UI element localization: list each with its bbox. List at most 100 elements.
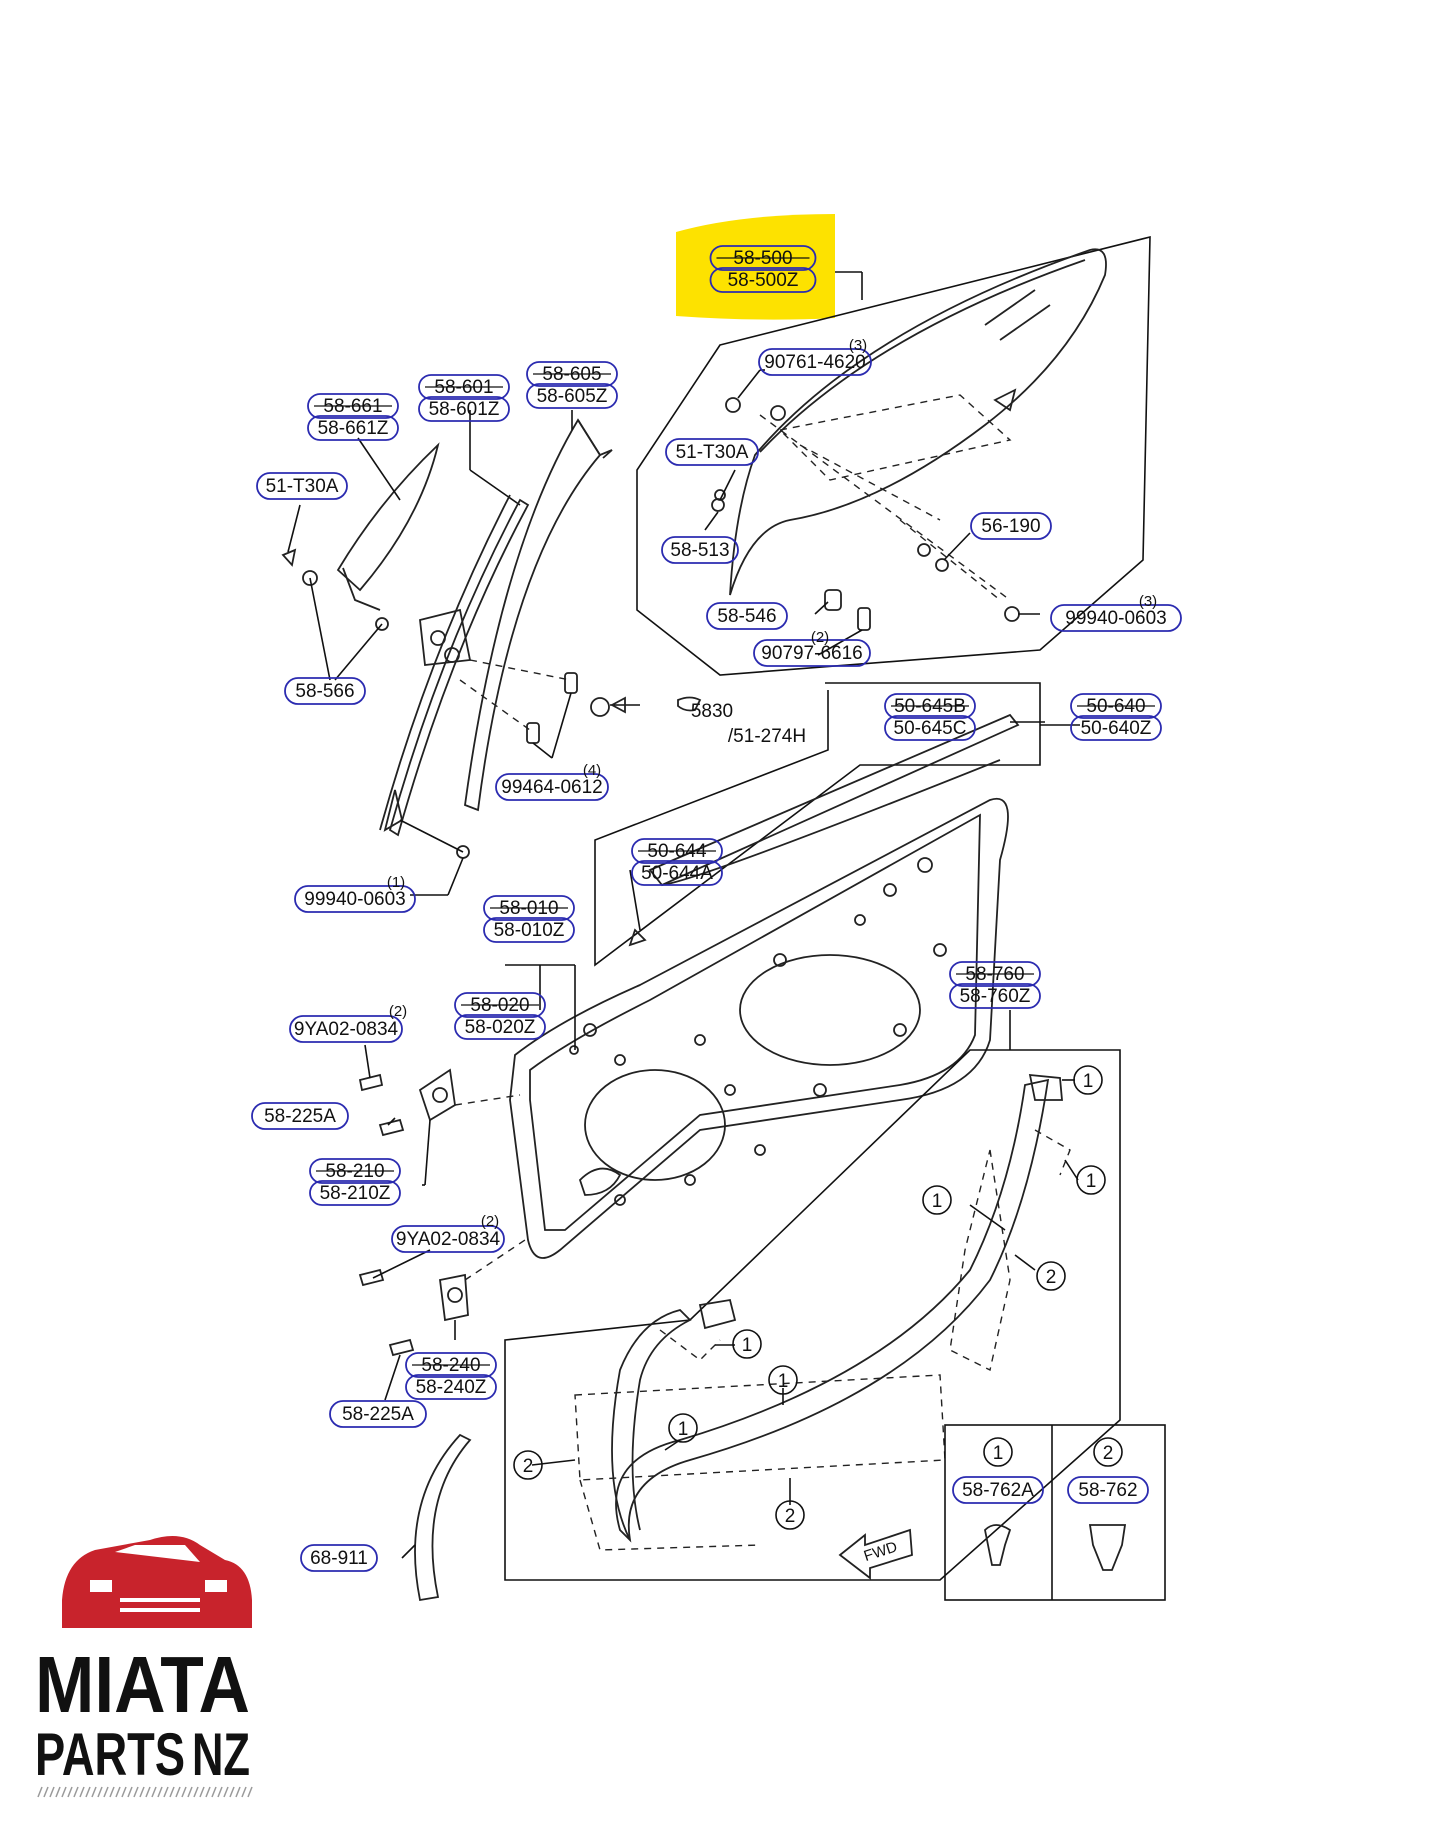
callout-oval — [309, 1158, 401, 1184]
part-number-label: 50-640Z — [1081, 718, 1152, 739]
circle-number — [513, 1450, 543, 1480]
part-number-label: 99940-0603 — [304, 889, 405, 910]
circle-number-text: 1 — [1083, 1071, 1094, 1092]
reference-label: 5830 — [691, 701, 733, 722]
circle-number — [775, 1500, 805, 1530]
callout-oval — [661, 536, 739, 564]
part-number-label: 58-240Z — [416, 1377, 487, 1398]
callout-oval — [970, 512, 1052, 540]
circle-number-text: 2 — [1103, 1443, 1114, 1464]
callout-oval — [483, 917, 575, 943]
quantity-label: (3) — [849, 337, 867, 354]
callout-oval — [307, 415, 399, 441]
logo-stripe — [199, 1786, 205, 1798]
callout-oval — [706, 602, 788, 630]
logo-stripe — [187, 1786, 193, 1798]
circle-number — [1076, 1165, 1106, 1195]
logo-stripe — [211, 1786, 217, 1798]
callout-oval — [526, 361, 618, 387]
logo-stripe — [79, 1786, 85, 1798]
logo-stripe — [247, 1786, 253, 1798]
logo-wordmark-nz: NZ — [192, 1721, 250, 1788]
callout-oval — [1067, 1476, 1149, 1504]
callout-oval — [256, 472, 348, 500]
logo-stripe — [49, 1786, 55, 1798]
logo-stripe — [91, 1786, 97, 1798]
belt-molding-group — [594, 682, 1080, 967]
logo-stripe — [61, 1786, 67, 1798]
quantity-label: (2) — [481, 1213, 499, 1230]
part-number-label: 9YA02-0834 — [294, 1019, 399, 1040]
circle-number — [1073, 1065, 1103, 1095]
callout-oval — [631, 838, 723, 864]
logo-stripe — [175, 1786, 181, 1798]
circle-number-text: 1 — [678, 1419, 689, 1440]
logo-stripe — [121, 1786, 127, 1798]
callout-oval — [307, 393, 399, 419]
part-number-label: 58-225A — [342, 1404, 414, 1425]
callout-oval — [294, 885, 416, 913]
part-number-label: 56-190 — [981, 516, 1040, 537]
callout-oval — [709, 267, 817, 293]
hinge-group — [358, 1044, 526, 1602]
callout-oval — [665, 438, 759, 466]
callout-oval — [454, 1014, 546, 1040]
callout-oval — [884, 693, 976, 719]
logo-stripe — [145, 1786, 151, 1798]
part-number-label: 99940-0603 — [1065, 608, 1166, 629]
logo-stripe — [205, 1786, 211, 1798]
part-number-label: 99464-0612 — [501, 777, 602, 798]
callout-oval — [405, 1352, 497, 1378]
part-number-label: 58-546 — [717, 606, 776, 627]
logo-stripe — [133, 1786, 139, 1798]
logo-stripe — [43, 1786, 49, 1798]
callout-oval — [329, 1400, 427, 1428]
circle-number — [668, 1413, 698, 1443]
part-number-label: 51-T30A — [266, 476, 339, 497]
logo-stripe — [37, 1786, 43, 1798]
callout-oval — [284, 677, 366, 705]
reference-label: /51-274H — [728, 726, 806, 747]
quantity-label: (2) — [811, 629, 829, 646]
callout-oval — [454, 992, 546, 1018]
weatherstrip-group — [504, 1010, 1121, 1581]
callout-labels: 58-50058-500Z90761-4620(3)51-T30A58-5135… — [251, 245, 1182, 1572]
callout-oval — [526, 383, 618, 409]
callout-oval — [631, 860, 723, 886]
part-number-label: 50-645C — [894, 718, 967, 739]
part-number-label: 90797-6616 — [761, 643, 862, 664]
circle-number-text: 1 — [778, 1371, 789, 1392]
callout-oval — [405, 1374, 497, 1400]
callout-oval — [309, 1180, 401, 1206]
logo-stripe — [193, 1786, 199, 1798]
logo-stripe — [109, 1786, 115, 1798]
circle-number — [732, 1329, 762, 1359]
callout-oval — [483, 895, 575, 921]
circle-number — [768, 1365, 798, 1395]
part-number-label: 58-500Z — [728, 270, 799, 291]
part-number-label: 50-644A — [641, 863, 713, 884]
logo-stripe — [67, 1786, 73, 1798]
logo-stripe — [169, 1786, 175, 1798]
logo-stripe — [97, 1786, 103, 1798]
callout-oval — [495, 773, 609, 801]
callout-oval — [758, 348, 872, 376]
logo-stripe — [241, 1786, 247, 1798]
part-number-label: 58-020Z — [465, 1017, 536, 1038]
circle-number — [1036, 1261, 1066, 1291]
logo-stripe — [139, 1786, 145, 1798]
logo-stripe — [217, 1786, 223, 1798]
callout-oval — [884, 715, 976, 741]
part-number-label: 58-513 — [670, 540, 729, 561]
quantity-label: (3) — [1139, 593, 1157, 610]
logo-stripe — [115, 1786, 121, 1798]
quantity-label: (1) — [387, 874, 405, 891]
circle-number — [983, 1437, 1013, 1467]
circle-number-text: 2 — [523, 1456, 534, 1477]
part-number-label: 68-911 — [310, 1548, 368, 1569]
callout-oval — [289, 1015, 403, 1043]
logo-stripe — [235, 1786, 241, 1798]
callout-oval — [391, 1225, 505, 1253]
logo-stripe — [73, 1786, 79, 1798]
callout-oval — [952, 1476, 1044, 1504]
